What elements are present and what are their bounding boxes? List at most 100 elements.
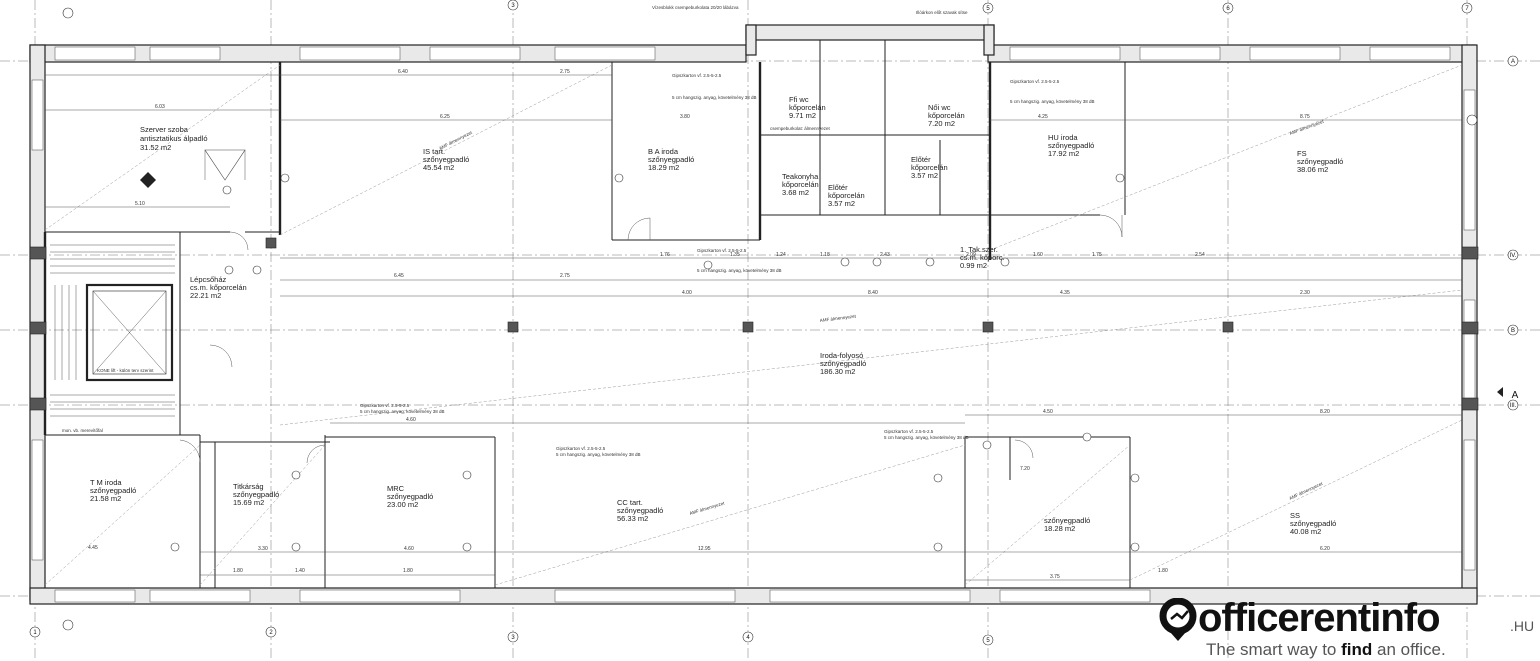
svg-text:B A iroda: B A iroda <box>648 147 679 156</box>
svg-text:4.60: 4.60 <box>406 417 416 423</box>
officerentinfo-logo[interactable]: officerentinfo .HU The smart way to find… <box>1158 596 1538 660</box>
room-folyoso: Iroda-folyosó szőnyegpadló 186.30 m2 <box>820 351 866 376</box>
axes-top: 1 2 3 3 4 5 5 6 7 <box>29 0 1473 646</box>
svg-text:40.08 m2: 40.08 m2 <box>1290 527 1321 536</box>
room-tm-iroda: T M iroda szőnyegpadló 21.58 m2 <box>90 478 136 503</box>
svg-text:5 cm hangszig. anyag, követelm: 5 cm hangszig. anyag, követelmény 38 dB <box>884 435 969 440</box>
doors <box>179 214 1123 464</box>
svg-text:6.20: 6.20 <box>1320 546 1330 552</box>
svg-text:1.80: 1.80 <box>1158 568 1168 574</box>
svg-text:MRC: MRC <box>387 484 405 493</box>
svg-text:cs.m. kőporcelán: cs.m. kőporcelán <box>190 283 247 292</box>
svg-text:23.00 m2: 23.00 m2 <box>387 500 418 509</box>
axis-label-6-top: 6 <box>1226 6 1230 12</box>
svg-text:4.25: 4.25 <box>1038 114 1048 120</box>
room-cc-tart: CC tart. szőnyegpadló 56.33 m2 <box>617 498 663 523</box>
svg-text:Gipszkarton vf. 2.5-5-2.5: Gipszkarton vf. 2.5-5-2.5 <box>360 403 410 408</box>
room-mrc: MRC szőnyegpadló 23.00 m2 <box>387 484 433 509</box>
svg-text:4.35: 4.35 <box>1060 290 1070 296</box>
room-teakonyha: Teakonyha kőporcelán 3.68 m2 <box>782 172 819 197</box>
svg-text:38.06 m2: 38.06 m2 <box>1297 165 1328 174</box>
svg-text:Gipszkarton vf. 2.5-5-2.5: Gipszkarton vf. 2.5-5-2.5 <box>1010 79 1060 84</box>
room-ss: SS szőnyegpadló 40.08 m2 <box>1290 511 1336 536</box>
svg-text:szőnyegpadló: szőnyegpadló <box>423 155 469 164</box>
svg-text:8.20: 8.20 <box>1320 409 1330 415</box>
svg-text:3.68 m2: 3.68 m2 <box>782 188 809 197</box>
svg-text:1.80: 1.80 <box>403 568 413 574</box>
svg-text:kőporcelán: kőporcelán <box>911 163 948 172</box>
logo-brand-text: officerentinfo <box>1198 596 1441 640</box>
axis-label-a: A <box>1511 59 1515 65</box>
svg-text:4.50: 4.50 <box>1043 409 1053 415</box>
svg-text:cs.m. kőporc.: cs.m. kőporc. <box>960 253 1005 262</box>
svg-text:Vízesblokk csempeburkolata 20/: Vízesblokk csempeburkolata 20/20 lábázva <box>652 5 739 10</box>
svg-text:1.18: 1.18 <box>820 252 830 258</box>
axis-label-iii: III. <box>1510 403 1517 409</box>
svg-text:8.40: 8.40 <box>868 290 878 296</box>
logo-tagline: The smart way to find an office. <box>1206 640 1446 659</box>
svg-text:3.75: 3.75 <box>1050 574 1060 580</box>
svg-text:1.76: 1.76 <box>660 252 670 258</box>
svg-text:2.43: 2.43 <box>880 252 890 258</box>
svg-text:Lépcsőház: Lépcsőház <box>190 275 227 284</box>
svg-text:AMF álmennyezet: AMF álmennyezet <box>1289 119 1325 136</box>
svg-text:szőnyegpadló: szőnyegpadló <box>1048 141 1094 150</box>
svg-text:21.58 m2: 21.58 m2 <box>90 494 121 503</box>
axis-label-b: B <box>1511 328 1515 334</box>
svg-text:6.40: 6.40 <box>398 69 408 75</box>
svg-text:kőporcelán: kőporcelán <box>828 191 865 200</box>
svg-text:Iroda-folyosó: Iroda-folyosó <box>820 351 863 360</box>
svg-text:szőnyegpadló: szőnyegpadló <box>820 359 866 368</box>
room-noi-wc: Női wc kőporcelán 7.20 m2 <box>928 103 965 128</box>
svg-text:6.25: 6.25 <box>440 114 450 120</box>
location-pin-icon <box>1159 598 1197 641</box>
axis-label-5-bottom: 5 <box>986 638 990 644</box>
svg-text:3.30: 3.30 <box>258 546 268 552</box>
svg-text:186.30 m2: 186.30 m2 <box>820 367 855 376</box>
axis-label-3-top: 3 <box>511 3 515 9</box>
svg-text:1.60: 1.60 <box>1033 252 1043 258</box>
axis-label-3-bottom: 3 <box>511 635 515 641</box>
room-is-tart: IS tart. szőnyegpadló 45.54 m2 <box>423 147 469 172</box>
svg-text:5.10: 5.10 <box>135 201 145 207</box>
svg-text:AMF álmennyezet: AMF álmennyezet <box>689 500 726 516</box>
svg-text:Gipszkarton vf. 2.5-5-2.5: Gipszkarton vf. 2.5-5-2.5 <box>697 248 747 253</box>
svg-text:1.40: 1.40 <box>295 568 305 574</box>
axes-right: A IV. B III. A <box>1497 55 1519 411</box>
svg-text:csempeburkolat: álmennyezet: csempeburkolat: álmennyezet <box>770 126 831 131</box>
svg-text:1.80: 1.80 <box>233 568 243 574</box>
svg-text:12.95: 12.95 <box>698 546 711 552</box>
room-ba-iroda: B A iroda szőnyegpadló 18.29 m2 <box>648 147 694 172</box>
svg-text:18.29 m2: 18.29 m2 <box>648 163 679 172</box>
svg-text:szőnyegpadló: szőnyegpadló <box>1290 519 1336 528</box>
svg-text:Előtér: Előtér <box>828 183 848 192</box>
svg-text:Gipszkarton vf. 2.5-5-2.5: Gipszkarton vf. 2.5-5-2.5 <box>672 73 722 78</box>
svg-text:1.75: 1.75 <box>1092 252 1102 258</box>
room-eloter-2: Előtér kőporcelán 3.57 m2 <box>911 155 948 180</box>
stair-arrow-marker <box>140 149 246 188</box>
svg-text:Előtér: Előtér <box>911 155 931 164</box>
svg-text:7.20 m2: 7.20 m2 <box>928 119 955 128</box>
logo-domain-suffix: .HU <box>1510 618 1535 634</box>
ceiling-diagonals <box>44 64 1463 586</box>
svg-text:5 cm hangszig. anyag, követelm: 5 cm hangszig. anyag, követelmény 38 dB <box>1010 99 1095 104</box>
svg-text:9.71 m2: 9.71 m2 <box>789 111 816 120</box>
room-lepcsohaz: Lépcsőház cs.m. kőporcelán 22.21 m2 <box>190 275 247 300</box>
svg-text:4.00: 4.00 <box>682 290 692 296</box>
svg-text:2.54: 2.54 <box>1195 252 1205 258</box>
svg-text:szőnyegpadló: szőnyegpadló <box>233 490 279 499</box>
svg-text:8.75: 8.75 <box>1300 114 1310 120</box>
detail-tags <box>62 7 1478 631</box>
svg-text:Titkárság: Titkárság <box>233 482 264 491</box>
svg-text:kőporcelán: kőporcelán <box>782 180 819 189</box>
svg-text:18.28 m2: 18.28 m2 <box>1044 524 1075 533</box>
svg-text:5 cm hangszig. anyag, követelm: 5 cm hangszig. anyag, követelmény 38 dB <box>697 268 782 273</box>
svg-text:AMF álmennyezet: AMF álmennyezet <box>1288 481 1324 501</box>
svg-text:FS: FS <box>1297 149 1307 158</box>
room-ffi-wc: Ffi wc kőporcelán 9.71 m2 <box>789 95 826 120</box>
svg-text:szőnyegpadló: szőnyegpadló <box>1044 516 1090 525</box>
svg-text:KONE lift - külön terv szerint: KONE lift - külön terv szerint <box>97 368 154 373</box>
svg-text:mon. vb. merevítőfal: mon. vb. merevítőfal <box>62 428 103 433</box>
svg-text:56.33 m2: 56.33 m2 <box>617 514 648 523</box>
